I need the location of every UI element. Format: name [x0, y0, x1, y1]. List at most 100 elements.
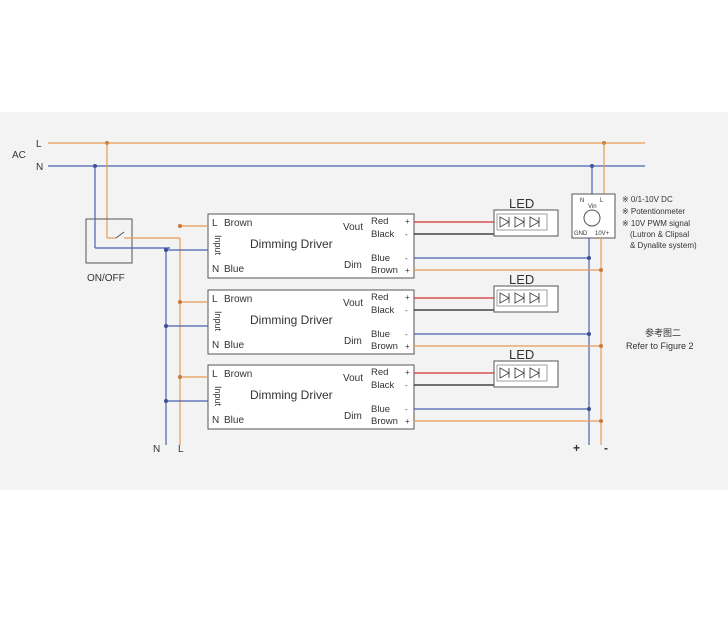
driver-black-label: Black — [371, 229, 394, 240]
driver-minus-sign: - — [405, 330, 408, 339]
driver-dim-label: Dim — [344, 336, 362, 347]
driver-black-label: Black — [371, 380, 394, 391]
driver-input-n: N — [212, 415, 219, 426]
led-diode-icon — [529, 367, 540, 379]
driver-plus-sign: + — [405, 417, 410, 426]
driver-brown-label: Brown — [371, 265, 398, 276]
driver-minus-sign: - — [405, 254, 408, 263]
dim-plus-junction — [599, 344, 603, 348]
driver-blue-label: Blue — [371, 404, 390, 415]
led-diode-icon — [529, 292, 540, 304]
driver-input-l: L — [212, 369, 218, 380]
neutral-feed-junction — [164, 399, 168, 403]
driver-input-label: Input — [213, 235, 223, 256]
mains-ac-label: AC — [12, 150, 26, 161]
dimmer-gnd-label: GND — [574, 231, 588, 237]
driver-plus-sign: + — [405, 266, 410, 275]
refer-en-label: Refer to Figure 2 — [626, 341, 694, 351]
dim-minus-junction — [587, 332, 591, 336]
bottom-minus-label: - — [604, 441, 608, 455]
driver-plus-sign: + — [405, 368, 410, 377]
dimmer-l-label: L — [600, 198, 604, 204]
driver-red-label: Red — [371, 292, 388, 303]
live-feed-junction — [178, 224, 182, 228]
driver-minus-sign: - — [405, 306, 408, 315]
driver-vout-label: Vout — [343, 222, 363, 233]
led-diode-icon — [529, 216, 540, 228]
driver-input-blue: Blue — [224, 415, 244, 426]
driver-brown-label: Brown — [371, 341, 398, 352]
led-label: LED — [509, 272, 534, 287]
dimmer-n-label: N — [580, 198, 584, 204]
dim-minus-junction — [587, 407, 591, 411]
driver-input-brown: Brown — [224, 294, 252, 305]
driver-plus-sign: + — [405, 342, 410, 351]
led-strip-outline — [496, 213, 548, 231]
potentiometer-knob-icon — [583, 209, 601, 227]
dimming-driver-box — [207, 364, 415, 430]
switch-lever — [115, 231, 125, 239]
note-line: ※ 10V PWM signal — [622, 219, 690, 228]
dimmer-10v-label: 10V+ — [595, 231, 610, 237]
led-label: LED — [509, 196, 534, 211]
driver-input-brown: Brown — [224, 369, 252, 380]
driver-plus-sign: + — [405, 293, 410, 302]
live-feed-junction — [178, 375, 182, 379]
driver-title: Dimming Driver — [250, 313, 333, 327]
driver-input-l: L — [212, 294, 218, 305]
note-line: ※ 0/1-10V DC — [622, 195, 673, 204]
led-strip-outline — [496, 289, 548, 307]
driver-blue-label: Blue — [371, 329, 390, 340]
driver-dim-label: Dim — [344, 260, 362, 271]
neutral-feed-junction — [164, 324, 168, 328]
driver-brown-label: Brown — [371, 416, 398, 427]
driver-input-brown: Brown — [224, 218, 252, 229]
driver-vout-label: Vout — [343, 373, 363, 384]
driver-dim-label: Dim — [344, 411, 362, 422]
switch-box — [85, 218, 133, 264]
driver-minus-sign: - — [405, 405, 408, 414]
dimmer-vin-label: Vin — [588, 204, 597, 210]
driver-red-label: Red — [371, 216, 388, 227]
dimming-driver-box — [207, 213, 415, 279]
led-label: LED — [509, 347, 534, 362]
led-diode-icon — [514, 292, 525, 304]
driver-input-label: Input — [213, 386, 223, 407]
driver-input-blue: Blue — [224, 264, 244, 275]
mains-n-label: N — [36, 162, 43, 173]
led-diode-icon — [499, 367, 510, 379]
neutral-feed-junction — [164, 248, 168, 252]
driver-black-label: Black — [371, 305, 394, 316]
led-diode-icon — [499, 292, 510, 304]
driver-input-blue: Blue — [224, 340, 244, 351]
refer-cn-label: 参考图二 — [645, 327, 681, 338]
dimmer-notes: ※ 0/1-10V DC ※ Potentionmeter ※ 10V PWM … — [622, 195, 697, 250]
led-diode-icon — [514, 216, 525, 228]
live-feed-junction — [178, 300, 182, 304]
driver-vout-label: Vout — [343, 298, 363, 309]
led-strip-outline — [496, 364, 548, 382]
driver-minus-sign: - — [405, 230, 408, 239]
driver-title: Dimming Driver — [250, 388, 333, 402]
bottom-plus-label: + — [573, 441, 580, 455]
dim-plus-junction — [599, 268, 603, 272]
driver-red-label: Red — [371, 367, 388, 378]
note-line: & Dynalite system) — [630, 241, 697, 250]
driver-input-l: L — [212, 218, 218, 229]
driver-input-label: Input — [213, 311, 223, 332]
note-line: ※ Potentionmeter — [622, 207, 686, 216]
driver-input-n: N — [212, 340, 219, 351]
led-diode-icon — [499, 216, 510, 228]
dim-plus-junction — [599, 419, 603, 423]
driver-plus-sign: + — [405, 217, 410, 226]
driver-blue-label: Blue — [371, 253, 390, 264]
dim-minus-junction — [587, 256, 591, 260]
led-diode-icon — [514, 367, 525, 379]
dimming-driver-box — [207, 289, 415, 355]
driver-minus-sign: - — [405, 381, 408, 390]
bottom-l-label: L — [178, 444, 184, 455]
